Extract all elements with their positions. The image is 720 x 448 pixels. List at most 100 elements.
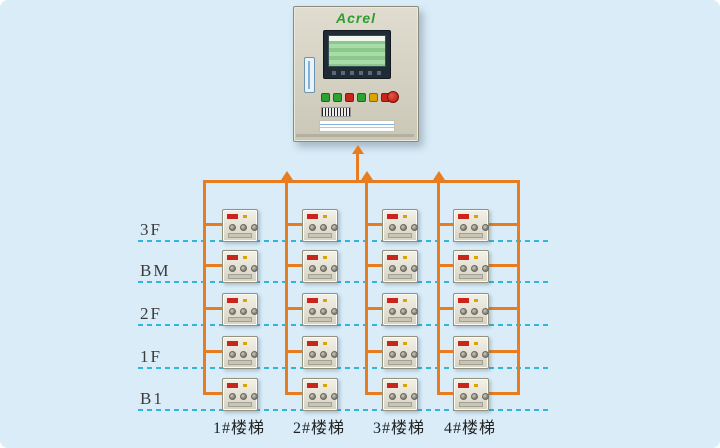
arrow-up-icon	[433, 171, 445, 180]
stub-wire	[487, 350, 520, 353]
monitor-module	[382, 378, 418, 411]
stub-wire	[437, 307, 453, 310]
stub-wire	[203, 350, 222, 353]
module-terminals	[229, 393, 258, 400]
stub-wire	[437, 264, 453, 267]
monitor-module	[302, 336, 338, 369]
monitor-module	[382, 336, 418, 369]
module-status-label	[307, 341, 327, 346]
module-status-label	[458, 214, 478, 219]
module-status-label	[458, 341, 478, 346]
module-terminals	[229, 265, 258, 272]
indicator-light	[333, 93, 342, 102]
module-terminals	[309, 265, 338, 272]
level-gauge	[304, 57, 315, 93]
monitor-module	[222, 209, 258, 242]
module-status-label	[458, 298, 478, 303]
floor-label: 3F	[140, 220, 162, 239]
monitor-module	[222, 250, 258, 283]
stub-wire	[203, 307, 222, 310]
monitor-module	[382, 250, 418, 283]
module-terminals	[460, 265, 489, 272]
feeder-wire	[285, 180, 288, 394]
feeder-wire	[203, 180, 206, 394]
stub-wire	[437, 223, 453, 226]
barcode	[321, 107, 351, 117]
indicator-light	[321, 93, 330, 102]
stub-wire	[365, 392, 382, 395]
stub-wire	[285, 392, 302, 395]
arrow-up-icon	[352, 145, 364, 154]
monitor-module	[222, 293, 258, 326]
floor-label: 1F	[140, 347, 162, 366]
monitor-module	[302, 293, 338, 326]
module-terminals	[460, 308, 489, 315]
stub-wire	[365, 223, 382, 226]
monitor-module	[222, 378, 258, 411]
monitor-module	[453, 336, 489, 369]
floor-line	[138, 409, 548, 411]
screen-display	[328, 35, 386, 67]
module-terminals	[309, 351, 338, 358]
module-status-label	[227, 298, 247, 303]
indicator-light	[345, 93, 354, 102]
module-status-label	[387, 341, 407, 346]
monitor-module	[222, 336, 258, 369]
module-status-label	[307, 214, 327, 219]
monitor-module	[453, 378, 489, 411]
module-terminals	[229, 224, 258, 231]
module-terminals	[389, 351, 418, 358]
module-status-label	[387, 298, 407, 303]
module-terminals	[389, 224, 418, 231]
cabinet-screen	[323, 30, 391, 79]
stub-wire	[285, 307, 302, 310]
module-status-label	[387, 383, 407, 388]
monitor-module	[302, 378, 338, 411]
module-terminals	[309, 393, 338, 400]
module-terminals	[460, 393, 489, 400]
stub-wire	[487, 307, 520, 310]
stub-wire	[203, 264, 222, 267]
stub-wire	[285, 350, 302, 353]
stub-wire	[365, 350, 382, 353]
stub-wire	[487, 392, 520, 395]
feeder-wire	[437, 180, 440, 394]
floor-line	[138, 240, 548, 242]
monitor-module	[302, 250, 338, 283]
module-status-label	[458, 383, 478, 388]
feeder-wire	[365, 180, 368, 394]
monitor-cabinet: Acrel	[293, 6, 419, 142]
trunk-wire	[356, 153, 359, 183]
module-terminals	[309, 308, 338, 315]
module-status-label	[227, 383, 247, 388]
stair-label: 1#楼梯	[212, 420, 265, 437]
stub-wire	[365, 264, 382, 267]
module-status-label	[387, 255, 407, 260]
stair-label: 4#楼梯	[443, 420, 496, 437]
arrow-up-icon	[361, 171, 373, 180]
module-terminals	[229, 351, 258, 358]
module-terminals	[389, 308, 418, 315]
monitor-module	[453, 209, 489, 242]
monitor-module	[453, 293, 489, 326]
screen-keys	[332, 71, 382, 75]
monitor-module	[453, 250, 489, 283]
monitor-module	[382, 293, 418, 326]
module-terminals	[460, 351, 489, 358]
stub-wire	[285, 223, 302, 226]
stub-wire	[203, 223, 222, 226]
arrow-up-icon	[281, 171, 293, 180]
module-terminals	[389, 265, 418, 272]
label-strip	[319, 120, 395, 132]
brand-logo: Acrel	[335, 10, 377, 26]
bus-wire	[203, 180, 520, 183]
stub-wire	[437, 392, 453, 395]
stub-wire	[203, 392, 222, 395]
stub-wire	[285, 264, 302, 267]
indicator-light	[369, 93, 378, 102]
module-terminals	[389, 393, 418, 400]
module-status-label	[307, 383, 327, 388]
stub-wire	[487, 264, 520, 267]
module-status-label	[227, 214, 247, 219]
